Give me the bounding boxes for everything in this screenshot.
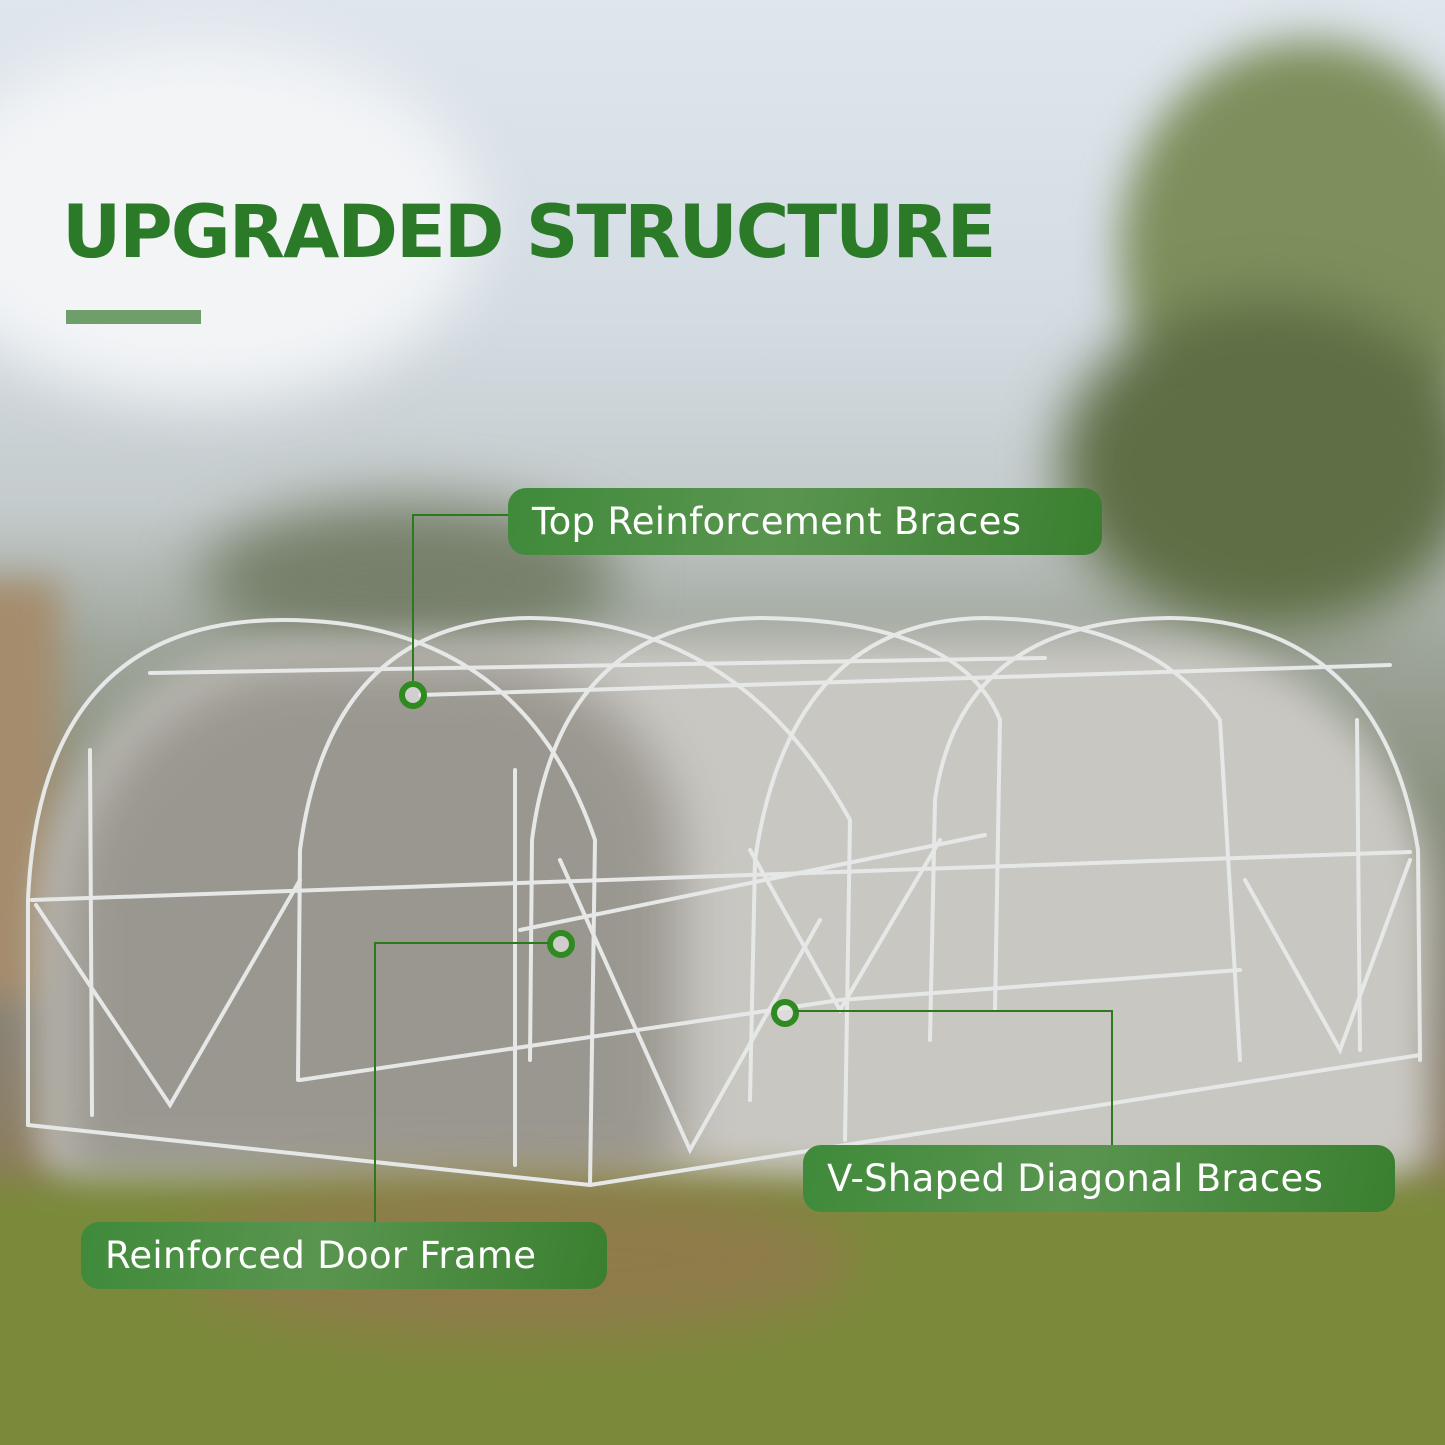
callout-leader-line: [1111, 1010, 1113, 1147]
callout-leader-line: [795, 1010, 1113, 1012]
title-underline: [66, 310, 201, 324]
cloud: [0, 40, 480, 400]
page-title: UPGRADED STRUCTURE: [62, 190, 996, 275]
ring-marker-icon: [399, 681, 427, 709]
ring-marker-icon: [771, 999, 799, 1027]
callout-leader-line: [412, 515, 414, 685]
callout-reinforced-door-frame: Reinforced Door Frame: [81, 1222, 607, 1289]
callout-leader-line: [374, 942, 376, 1224]
callout-leader-line: [374, 942, 549, 944]
callout-top-reinforcement-braces: Top Reinforcement Braces: [508, 488, 1102, 555]
tree-foliage: [1060, 300, 1445, 630]
ring-marker-icon: [547, 930, 575, 958]
callout-v-shaped-diagonal-braces: V-Shaped Diagonal Braces: [803, 1145, 1395, 1212]
callout-leader-line: [412, 514, 510, 516]
